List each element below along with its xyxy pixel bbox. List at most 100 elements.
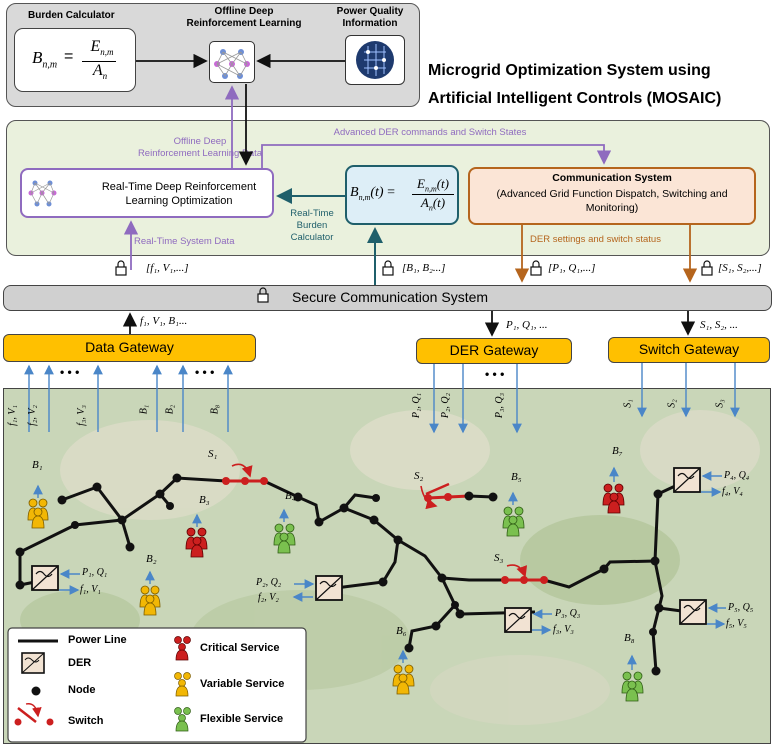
odrl-network-icon	[214, 49, 250, 79]
data-signal-label: f₁, V₁	[6, 405, 18, 426]
switch-signal-label: S₂	[666, 399, 678, 408]
secure-communication-label: Secure Communication System	[291, 289, 489, 305]
der-gateway-label: DER Gateway	[449, 342, 539, 358]
rt-fraction-bar	[412, 194, 454, 195]
building-label: B₃	[199, 494, 210, 506]
switch-signal-label: S₃	[714, 399, 726, 408]
lock-label-der: [P₁, Q₁,...]	[548, 262, 596, 274]
der-fv-label: f₃, V₃	[553, 624, 574, 635]
data-ellipsis-1: • • •	[60, 365, 80, 379]
variable-service-icon	[392, 664, 415, 695]
switch-s2	[420, 482, 470, 510]
data-up-flow-label: f₁, V₁, B₁...	[140, 315, 188, 327]
flexible-service-icon	[621, 671, 644, 702]
building-label: B₄	[285, 490, 296, 502]
der-fv-label: f₂, V₂	[258, 592, 279, 603]
legend-flexible: Flexible Service	[200, 713, 284, 725]
der-down-flow-label: P₁, Q₁, ...	[506, 319, 548, 331]
der-fv-label: f₁, V₁	[80, 584, 101, 595]
der-pq-label: P₃, Q₃	[555, 608, 581, 619]
der-pq-label: P₂, Q₂	[256, 577, 282, 588]
building-label: B₅	[511, 471, 522, 483]
burden-formula-equals: =	[64, 48, 74, 65]
fraction-bar	[82, 61, 116, 62]
der-pq-label: P₄, Q₄	[724, 470, 750, 481]
rt-burden-box	[345, 165, 459, 225]
communication-system-desc: (Advanced Grid Function Dispatch, Switch…	[496, 188, 728, 214]
page-title-line2: Artificial Intelligent Controls (MOSAIC)	[428, 90, 722, 107]
rt-drl-network-icon	[28, 180, 57, 207]
burden-formula-lhs: Bn,m	[32, 48, 58, 71]
der-signal-label: P₃, Q₃	[494, 392, 506, 419]
page-title-line1: Microgrid Optimization System using	[428, 62, 711, 79]
burden-formula-numerator: En,m	[90, 38, 114, 58]
variable-service-icon	[139, 585, 161, 616]
building-label: B₇	[612, 445, 623, 457]
switch-down-flow-label: S₁, S₂, ...	[700, 319, 738, 331]
data-signal-label: f₃, V₃	[75, 405, 87, 426]
switch-label: S₃	[494, 552, 504, 564]
der-signal-label: P₂, Q₂	[440, 392, 452, 419]
lock-label-switch: [S₁, S₂,...]	[718, 262, 762, 274]
der-gateway	[416, 338, 572, 364]
communication-system-title: Communication System	[552, 172, 672, 184]
communication-system-box	[468, 167, 756, 225]
variable-service-icon	[27, 498, 49, 529]
data-signal-label: B₂	[164, 404, 176, 415]
der-icon	[315, 575, 343, 601]
rt-drl-box	[20, 168, 274, 218]
der-ellipsis: • • •	[485, 367, 505, 381]
switch-label: S₂	[414, 470, 424, 482]
lock-icon	[115, 260, 713, 303]
legend-node: Node	[68, 684, 96, 696]
legend-der: DER	[68, 657, 92, 669]
nodes	[15, 473, 664, 676]
switch-signal-label: S₁	[622, 399, 634, 408]
rt-formula-lhs: Bn,m(t) =	[350, 185, 395, 202]
rt-system-data-label: Real-Time System Data	[134, 236, 235, 247]
legend-power-line: Power Line	[68, 634, 127, 646]
data-signal-label: B₈	[209, 404, 221, 415]
burden-calculator-box	[14, 28, 136, 92]
building-label: B₈	[624, 632, 635, 644]
secure-communication-bar	[3, 285, 772, 311]
data-signal-label: f₂, V₂	[26, 405, 38, 426]
legend-graphics	[7, 627, 307, 743]
rt-formula-denominator: An(t)	[420, 195, 446, 213]
building-label: B₁	[32, 459, 43, 471]
lock-label-data: [f₁, V₁,...]	[146, 262, 189, 274]
burden-formula-denominator: An	[92, 62, 108, 82]
der-fv-label: f₄, V₄	[722, 486, 743, 497]
critical-service-icon	[602, 483, 625, 514]
switch-s1	[222, 463, 268, 485]
power-quality-icon	[356, 41, 394, 79]
data-signal-label: B₁	[138, 404, 150, 415]
switch-gateway-label: Switch Gateway	[638, 341, 740, 357]
der-pq-label: P₁, Q₁	[82, 567, 108, 578]
data-gateway	[3, 334, 256, 362]
der-commands-label: Advanced DER commands and Switch States	[333, 127, 527, 138]
der-settings-label: DER settings and switch status	[530, 234, 661, 245]
data-ellipsis-2: • • •	[195, 365, 215, 379]
switch-label: S₁	[208, 448, 218, 460]
burden-calculator-label: Burden Calculator	[28, 10, 115, 21]
data-gateway-label: Data Gateway	[85, 339, 174, 355]
der-pq-label: P₅, Q₅	[728, 602, 754, 613]
lock-label-burden: [B₁, B₂...]	[402, 262, 446, 274]
building-label: B₆	[396, 625, 407, 637]
flexible-service-icon	[273, 523, 296, 554]
der-icons	[31, 467, 707, 633]
der-icon	[31, 565, 59, 591]
der-signal-label: P₁, Q₁	[411, 392, 423, 419]
switch-gateway	[608, 337, 770, 363]
legend-critical: Critical Service	[200, 642, 280, 654]
legend-variable: Variable Service	[200, 678, 285, 690]
der-icon	[673, 467, 701, 493]
der-icon	[679, 599, 707, 625]
